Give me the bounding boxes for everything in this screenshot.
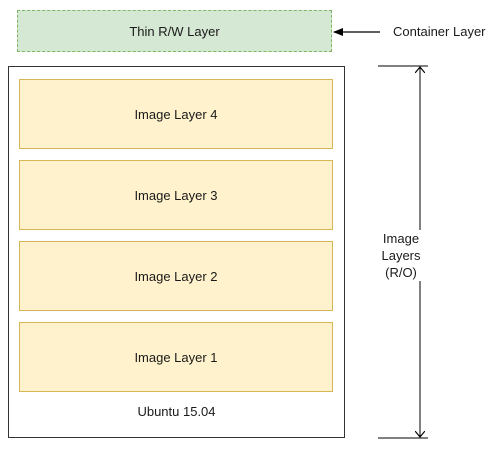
image-layer-2-label: Image Layer 2 xyxy=(134,268,218,284)
container-layer-label: Thin R/W Layer xyxy=(129,23,220,39)
image-layer-3-label: Image Layer 3 xyxy=(134,187,218,203)
image-layers-caption-line1: Image xyxy=(382,231,420,246)
image-layers-caption: Image Layers (R/O) xyxy=(366,230,436,281)
image-layer-2: Image Layer 2 xyxy=(19,241,333,311)
image-layer-4: Image Layer 4 xyxy=(19,79,333,149)
image-layers-caption-line2: Layers xyxy=(381,248,421,263)
base-image-label: Ubuntu 15.04 xyxy=(137,404,216,419)
container-layer-box: Thin R/W Layer xyxy=(17,10,332,52)
image-layer-3: Image Layer 3 xyxy=(19,160,333,230)
image-layer-4-label: Image Layer 4 xyxy=(134,106,218,122)
image-stack-box: Image Layer 4 Image Layer 3 Image Layer … xyxy=(8,66,345,438)
image-layers-caption-line3: (R/O) xyxy=(385,265,417,280)
image-layer-1-label: Image Layer 1 xyxy=(134,349,218,365)
container-layer-caption: Container Layer xyxy=(393,24,486,39)
image-layer-1: Image Layer 1 xyxy=(19,322,333,392)
